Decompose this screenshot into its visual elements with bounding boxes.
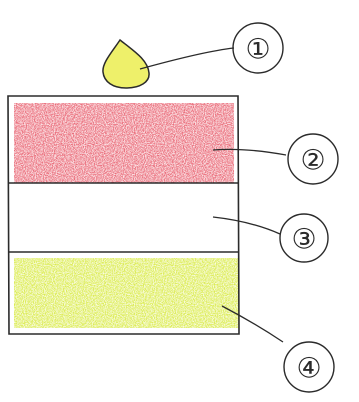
leader-line-2 — [212, 148, 287, 156]
callout-circle-2 — [287, 133, 339, 185]
callout-label-3: ③ — [291, 223, 316, 256]
callout-circle-1 — [232, 22, 284, 74]
flame-shape — [102, 38, 150, 89]
callout-label-4: ④ — [296, 352, 321, 385]
top-band-fill — [14, 103, 234, 183]
container-outline — [7, 95, 240, 335]
callout-circle-3 — [279, 213, 329, 263]
callout-label-1: ① — [245, 33, 270, 66]
callout-circle-4 — [283, 341, 335, 393]
leader-line-3 — [212, 216, 281, 235]
leader-line-4 — [221, 305, 284, 343]
bottom-band-fill — [14, 258, 239, 328]
leader-line-1 — [139, 47, 235, 70]
callout-label-2: ② — [300, 144, 325, 177]
